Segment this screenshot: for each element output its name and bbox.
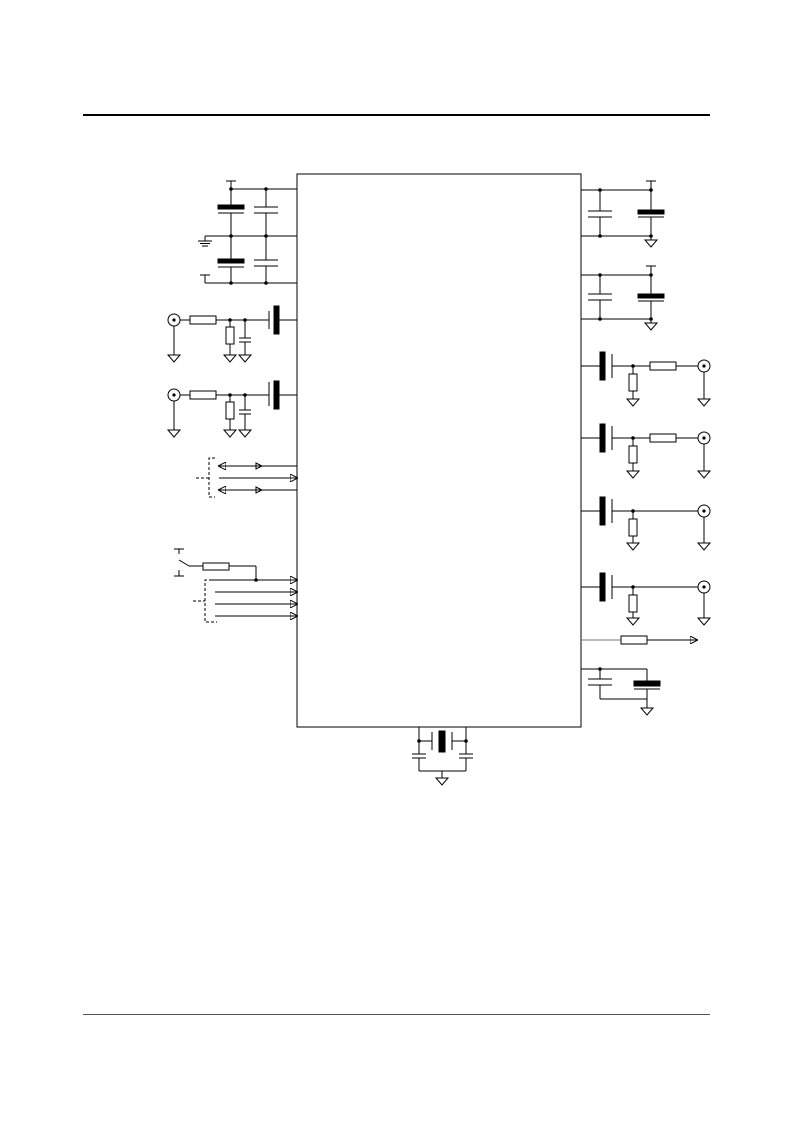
right-supply-decoupling-1: [581, 180, 665, 248]
left-digital-bus: [196, 457, 297, 498]
ic-block: [296, 173, 582, 728]
left-input-2: [166, 380, 297, 438]
right-output-3: [581, 496, 712, 551]
bottom-crystal: [412, 727, 473, 786]
right-output-1: [581, 351, 712, 407]
right-bottom-decoupling: [581, 667, 661, 716]
header-rule: [83, 114, 710, 116]
left-supply-decoupling: [198, 180, 297, 285]
right-output-2: [581, 423, 712, 479]
left-input-1: [166, 305, 297, 363]
left-control-inputs: [174, 548, 297, 623]
right-output-arrow: [581, 635, 697, 645]
right-supply-decoupling-2: [581, 265, 665, 331]
right-output-4: [581, 572, 712, 626]
footer-rule: [83, 1014, 710, 1015]
